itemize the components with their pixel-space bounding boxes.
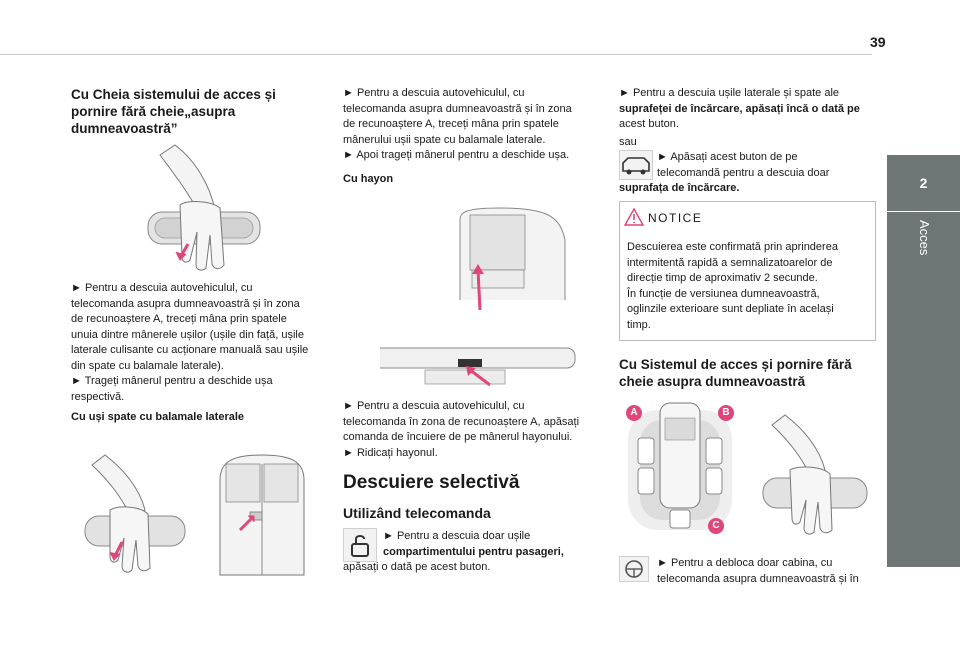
recognition-zones-diagram <box>626 402 734 534</box>
instructions-cargo-button: ► Apăsați acest buton de pe telecomandă … <box>657 151 830 179</box>
page-number: 39 <box>870 34 886 50</box>
heading-selective-unlocking: Descuiere selectivă <box>343 472 520 493</box>
lock-open-icon <box>343 528 377 562</box>
section-title-keyless: Cu Cheia sistemului de acces și pornire … <box>71 87 276 136</box>
steering-wheel-icon <box>619 556 649 582</box>
hand-on-handle-illustration <box>84 454 186 573</box>
chapter-label: Acces <box>917 220 932 256</box>
instructions-tailgate: ► Pentru a descuia autovehiculul, cu tel… <box>343 400 580 459</box>
subheading-using-remote: Utilizând telecomanda <box>343 505 491 521</box>
subtitle-tailgate: Cu hayon <box>343 173 394 185</box>
heading-keyless-system: Cu Sistemul de acces și pornire fără che… <box>619 357 852 389</box>
notice-title: NOTICE <box>648 211 703 225</box>
instructions-cargo-unlock: ► Pentru a descuia ușile laterale și spa… <box>619 87 860 130</box>
zone-label-a: A <box>630 407 638 418</box>
instructions-side-hinged: ► Pentru a descuia autovehiculul, cu tel… <box>343 87 572 161</box>
instructions-cargo-button-end: suprafața de încărcare. <box>619 182 740 194</box>
instructions-front-doors: ► Pentru a descuia autovehiculul, cu tel… <box>71 282 309 403</box>
header-rule <box>0 54 872 55</box>
instructions-cabin-unlock: ► Pentru a debloca doar cabina, cu telec… <box>657 557 859 585</box>
text-or: sau <box>619 136 637 148</box>
chapter-label-tab[interactable]: Acces <box>887 212 960 567</box>
notice-text: Descuierea este confirmată prin aprinder… <box>627 241 838 331</box>
chapter-number-tab[interactable]: 2 <box>887 155 960 211</box>
subtitle-side-hinged-doors: Cu uși spate cu balamale laterale <box>71 411 245 423</box>
tailgate-van-illustration <box>380 207 576 387</box>
hand-handle-illustration-2 <box>762 414 868 535</box>
instructions-passenger-unlock-cont: apăsați o dată pe acest buton. <box>343 561 491 573</box>
door-handle-hand-illustration <box>147 144 261 271</box>
rear-doors-van-illustration <box>219 454 305 576</box>
van-icon <box>619 150 653 180</box>
notice-box <box>619 201 876 341</box>
zone-label-b: B <box>722 407 730 418</box>
instructions-passenger-unlock: ► Pentru a descuia doar ușile compartime… <box>383 530 564 558</box>
warning-icon <box>624 208 644 226</box>
zone-label-c: C <box>712 520 720 531</box>
